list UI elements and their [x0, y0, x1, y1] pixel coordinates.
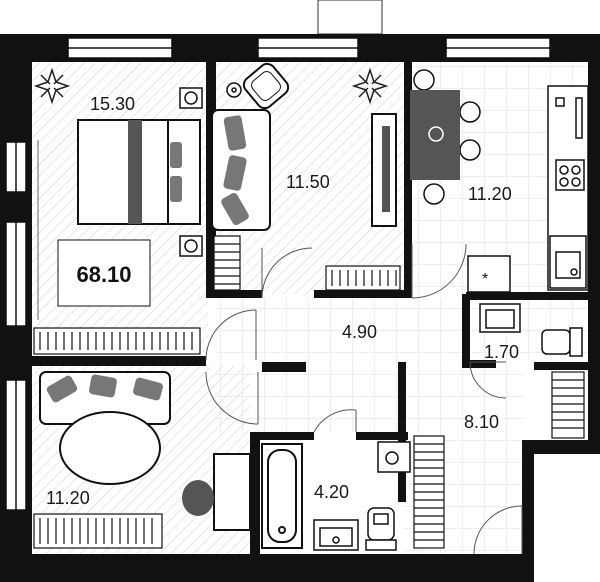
left-windows — [5, 141, 27, 511]
kitchen-area-label: 11.20 — [468, 184, 512, 204]
dining-table-icon — [410, 69, 481, 205]
top-windows — [67, 37, 551, 59]
wc-toilet-icon — [541, 327, 583, 357]
wc-area-label: 1.70 — [484, 342, 519, 362]
kitchen-counter-icon — [547, 85, 589, 291]
toilet-icon — [365, 507, 397, 551]
kids-sofa-icon — [39, 371, 171, 425]
doors — [205, 243, 523, 555]
floor-lamp-icon — [226, 82, 242, 98]
total-area-box — [57, 239, 151, 307]
living-shelf-icon — [213, 235, 401, 291]
washer-icon — [377, 441, 411, 473]
corridor-wardrobe-icon — [413, 371, 585, 549]
living-area-label: 11.50 — [286, 172, 330, 192]
double-bed-icon — [77, 119, 201, 225]
svg-text:*: * — [482, 271, 488, 288]
bathtub-icon — [261, 443, 303, 549]
kids-wardrobe-icon — [33, 513, 163, 549]
fridge-icon: * — [467, 255, 511, 293]
bedroom-plant-icon — [33, 67, 71, 105]
sofa-icon — [211, 109, 271, 231]
hallway-area-label: 4.90 — [342, 322, 377, 342]
bathroom-area-label: 4.20 — [314, 482, 349, 502]
wardrobe-icon — [33, 327, 201, 355]
bath-sink-icon — [313, 519, 359, 551]
round-rug-icon — [59, 411, 161, 485]
bedroom-area-label: 15.30 — [90, 94, 135, 114]
top-stub — [317, 0, 383, 35]
living-plant-icon — [351, 67, 389, 105]
kids-area-label: 11.20 — [46, 488, 90, 508]
tv-stand-icon — [371, 113, 397, 227]
armchair-icon — [242, 62, 290, 110]
desk-chair-icon — [182, 453, 251, 531]
wc-sink-icon — [479, 303, 521, 333]
nightstand-lamp-icon — [179, 87, 203, 257]
corridor-area-label: 8.10 — [464, 412, 499, 432]
total-area-label: 68.10 — [76, 262, 131, 287]
